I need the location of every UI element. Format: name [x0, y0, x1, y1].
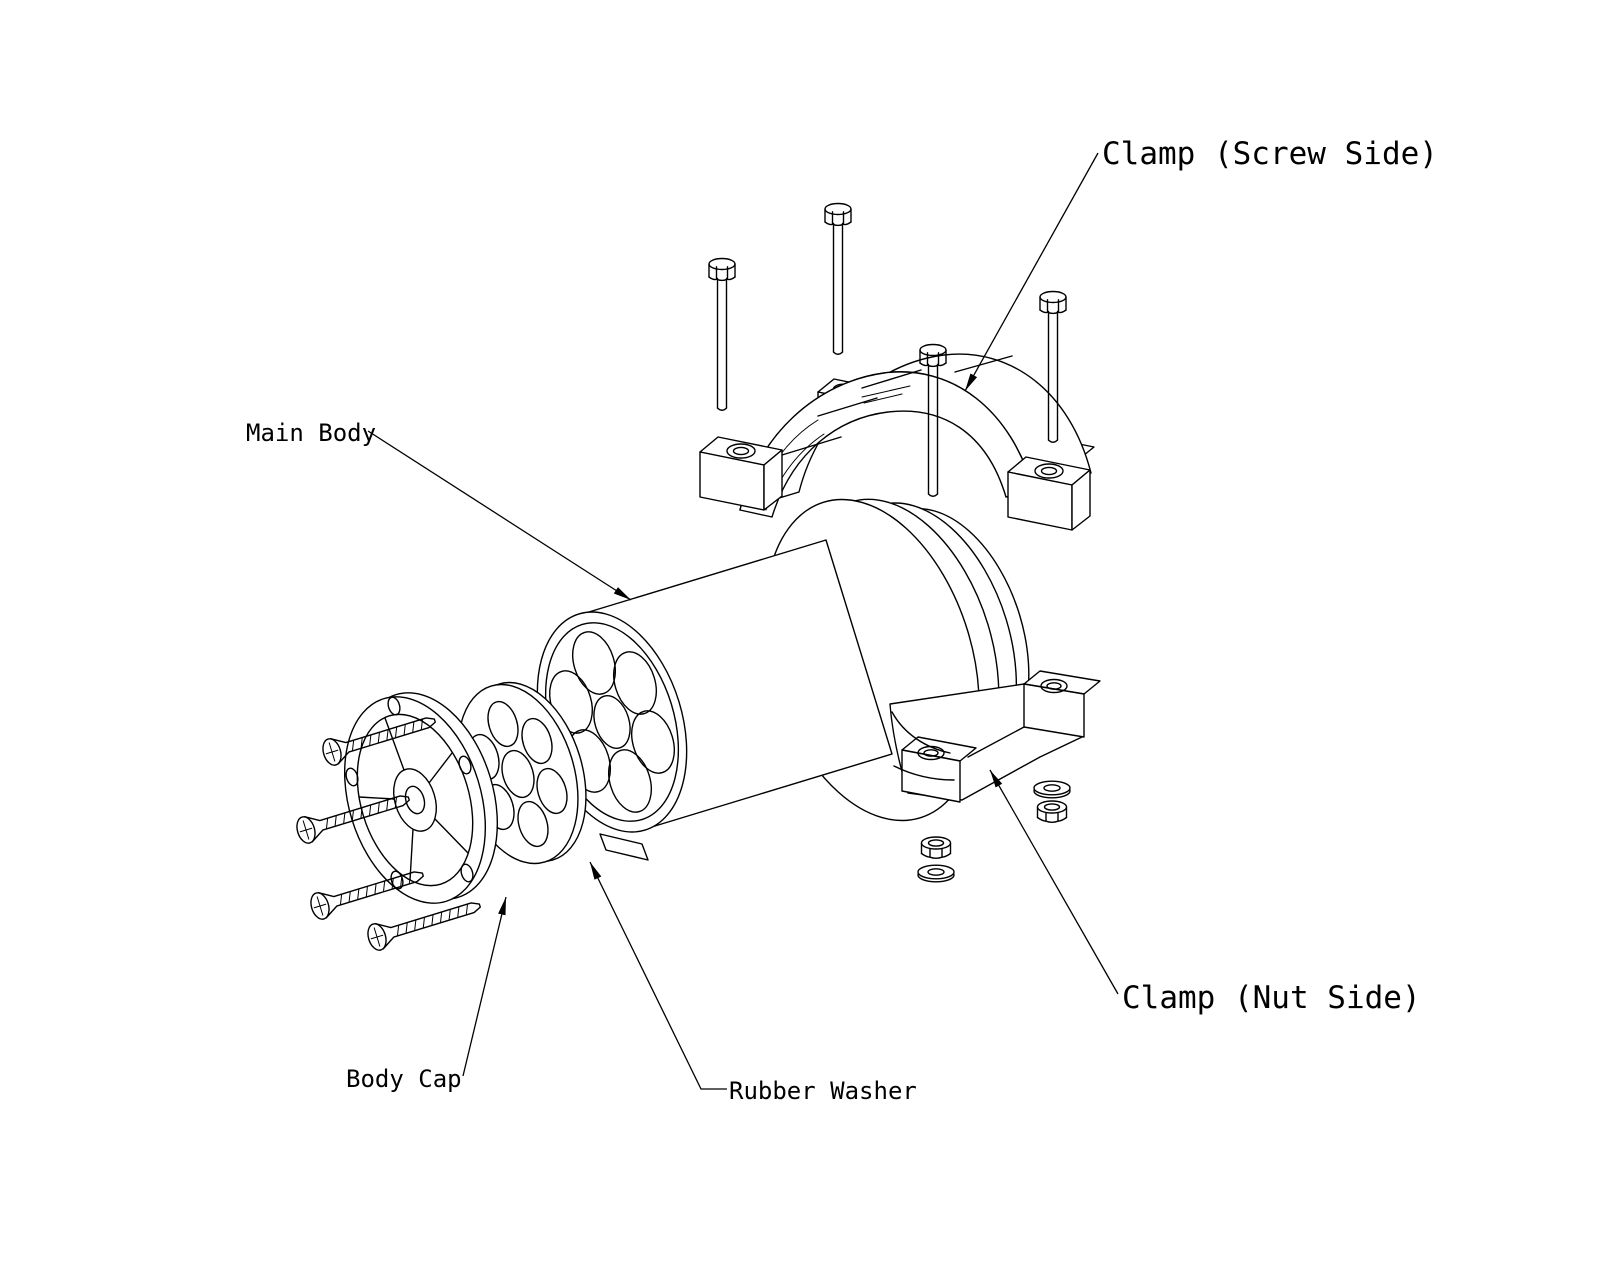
label-body-cap: Body Cap: [346, 1065, 462, 1093]
part-clamp-screw-side: [699, 353, 1095, 531]
hex-bolt: [919, 343, 947, 497]
clamp-cast-marking: [861, 385, 911, 404]
leader-clamp-nut-side: [989, 769, 1119, 995]
hex-bolt: [1039, 290, 1067, 443]
part-main-body: [536, 539, 893, 861]
machine-screw: [367, 902, 481, 951]
machine-screw: [310, 871, 424, 920]
machine-screw: [322, 717, 436, 766]
part-clamp-nut-side: [889, 670, 1101, 803]
leader-rubber-washer: [589, 861, 727, 1090]
part-cap-screws: [296, 717, 481, 951]
flat-washer: [917, 864, 955, 883]
label-rubber-washer: Rubber Washer: [729, 1077, 917, 1105]
leader-lines: [367, 152, 1119, 1090]
label-main-body: Main Body: [246, 419, 377, 447]
flat-washer: [1033, 780, 1071, 799]
hex-nut: [1036, 800, 1068, 823]
hex-bolt: [824, 202, 852, 355]
part-nuts-and-washers: [917, 780, 1071, 883]
leader-clamp-screw-side: [964, 152, 1099, 392]
hex-bolt: [708, 257, 736, 411]
machine-screw: [296, 795, 410, 844]
leader-body-cap: [462, 896, 507, 1077]
hex-nut: [920, 836, 952, 859]
label-clamp-screw-side: Clamp (Screw Side): [1102, 136, 1438, 172]
leader-main-body: [367, 430, 632, 601]
label-clamp-nut-side: Clamp (Nut Side): [1122, 980, 1421, 1016]
part-hex-bolts: [708, 202, 1067, 497]
